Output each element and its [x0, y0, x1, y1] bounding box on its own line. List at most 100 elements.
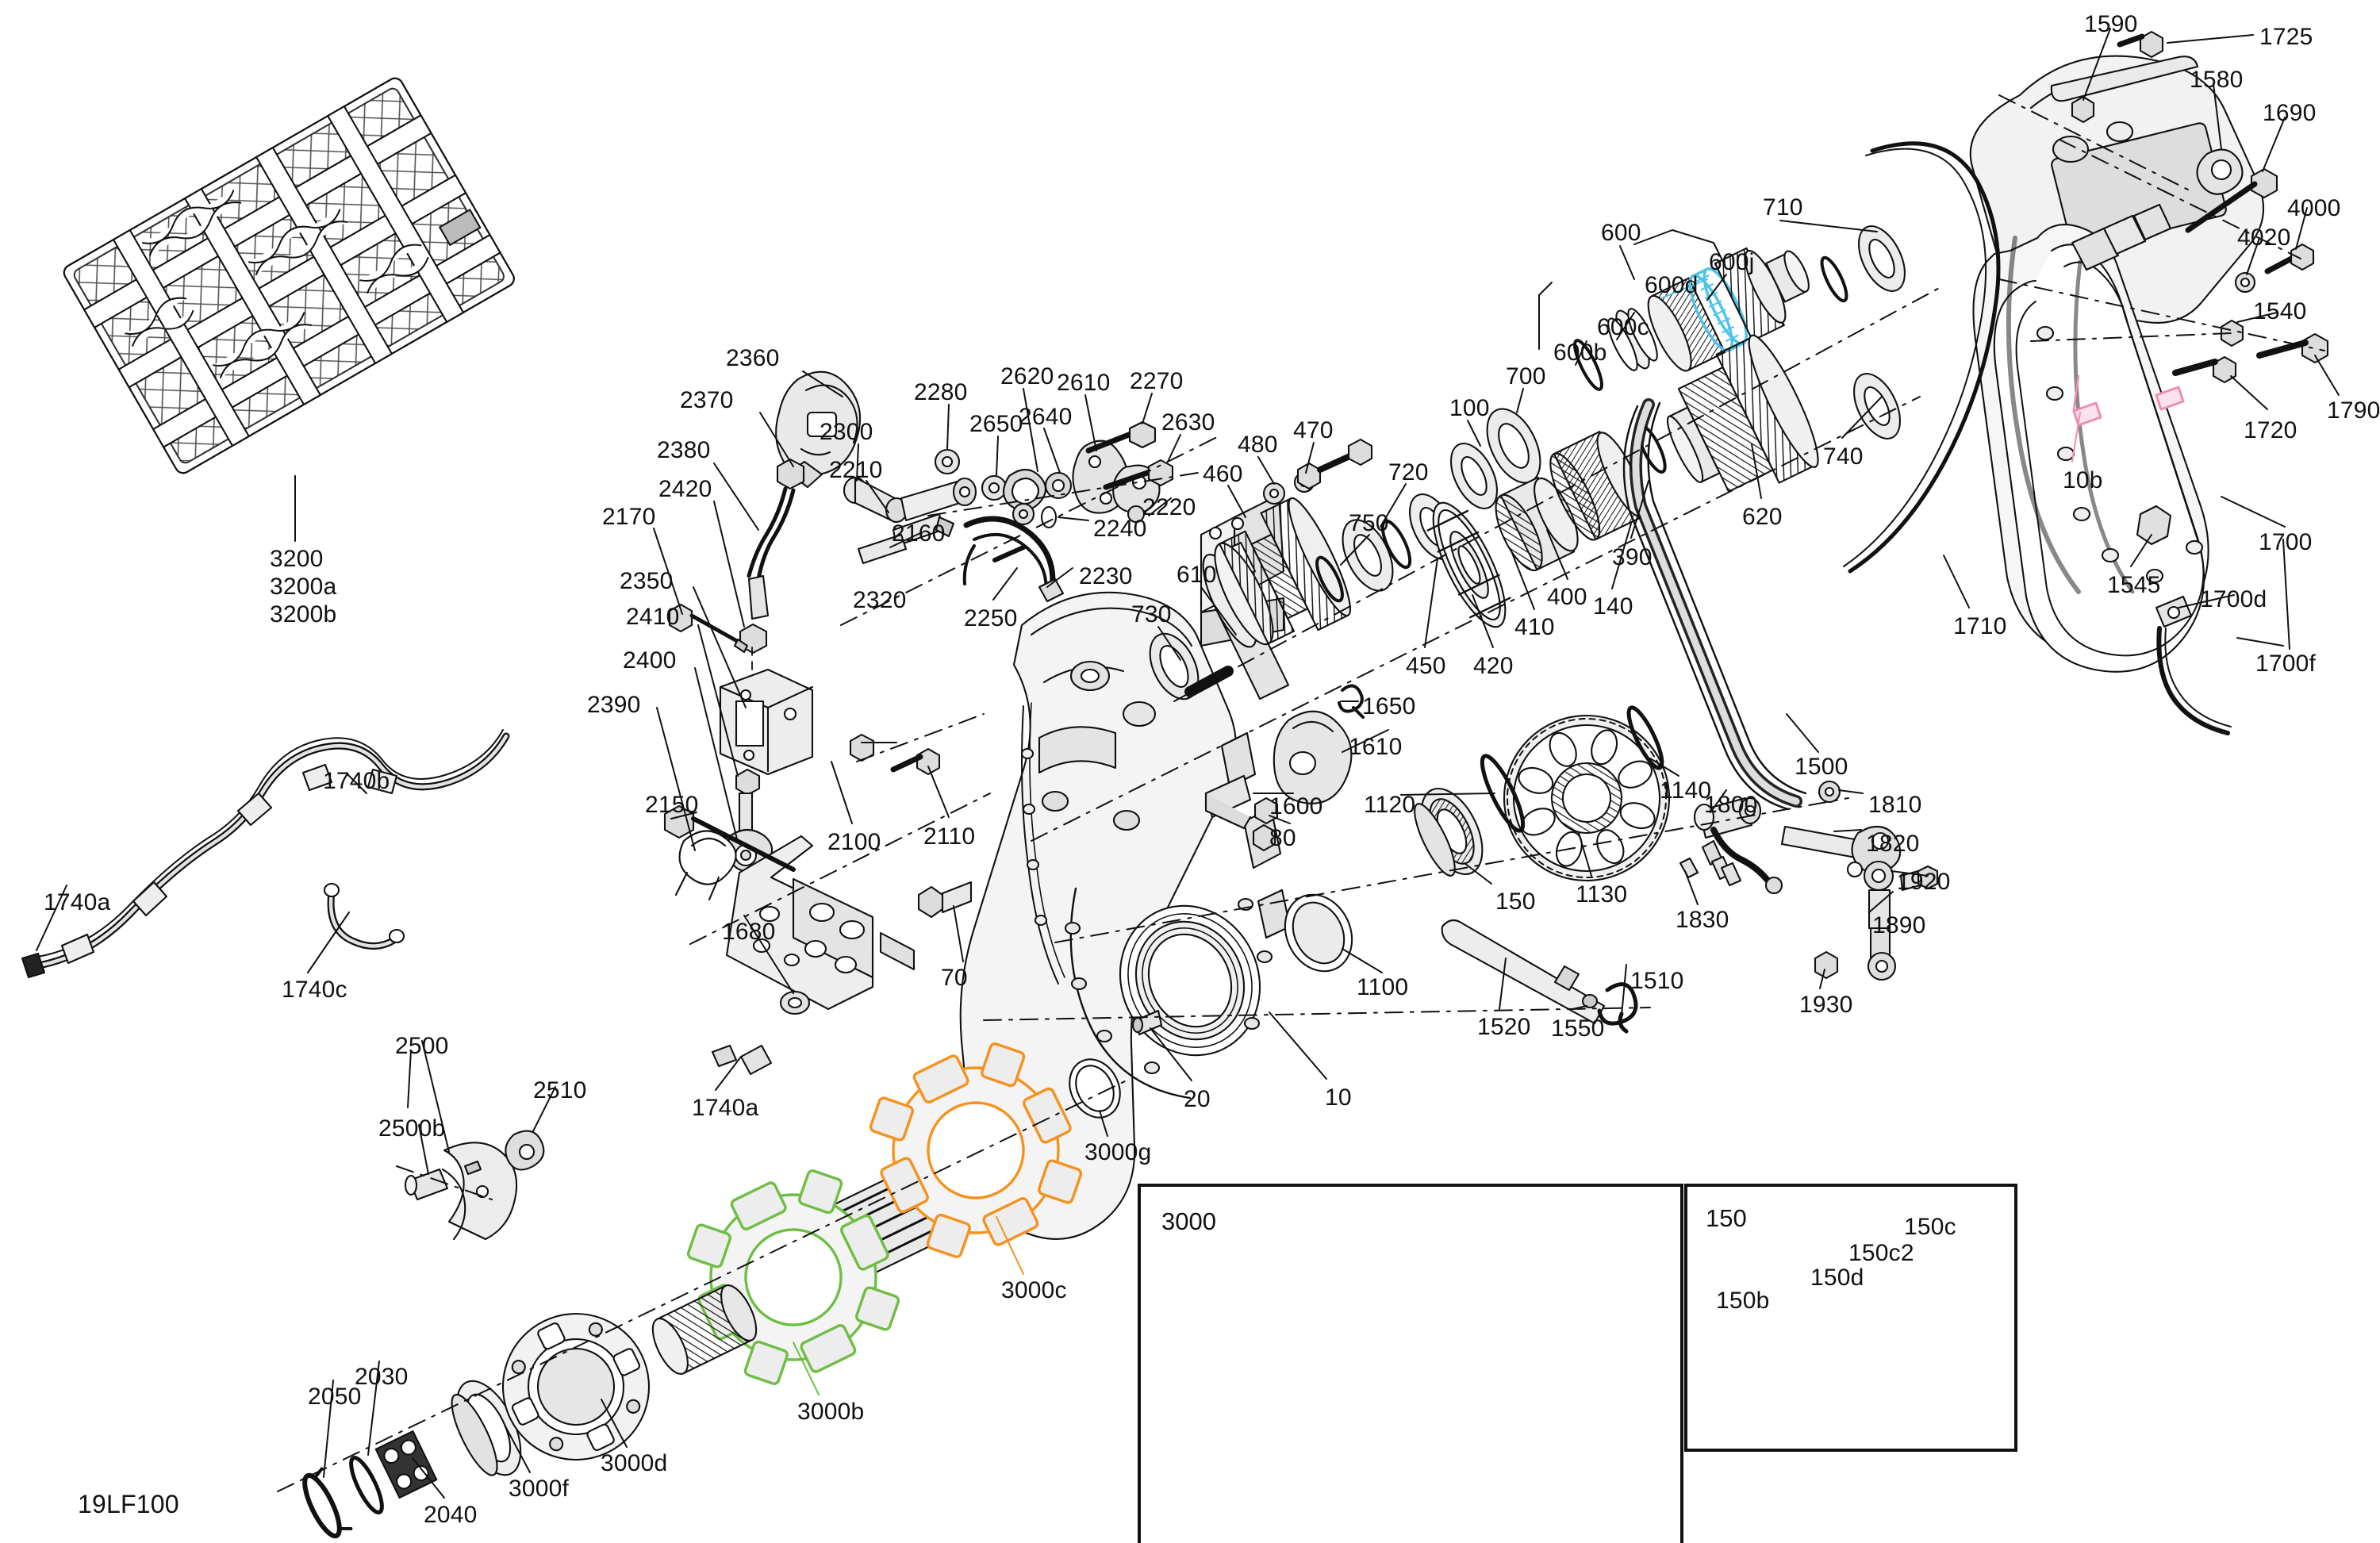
callout-1550[interactable]: 1550 — [1551, 1015, 1605, 1042]
callout-1725[interactable]: 1725 — [2259, 24, 2313, 50]
callout-700[interactable]: 700 — [1506, 363, 1546, 390]
callout-3000d[interactable]: 3000d — [601, 1450, 668, 1476]
callout-740[interactable]: 740 — [1823, 443, 1864, 470]
callout-410[interactable]: 410 — [1514, 614, 1555, 640]
callout-80[interactable]: 80 — [1269, 825, 1296, 851]
callout-4000[interactable]: 4000 — [2287, 195, 2341, 221]
callout-420[interactable]: 420 — [1473, 653, 1514, 679]
callout-10b[interactable]: 10b — [2063, 467, 2103, 493]
callout-2320[interactable]: 2320 — [853, 587, 907, 613]
callout-1140[interactable]: 1140 — [1660, 777, 1712, 804]
callout-390[interactable]: 390 — [1612, 544, 1653, 570]
callout-1600[interactable]: 1600 — [1269, 793, 1323, 819]
callout-460[interactable]: 460 — [1203, 461, 1243, 487]
callout-1700f[interactable]: 1700f — [2255, 651, 2317, 677]
callout-150[interactable]: 150 — [1495, 889, 1536, 915]
callout-4020[interactable]: 4020 — [2237, 225, 2291, 251]
callout-470[interactable]: 470 — [1293, 417, 1334, 443]
inset-callout-150b[interactable]: 150b — [1716, 1288, 1770, 1314]
callout-450[interactable]: 450 — [1406, 653, 1446, 679]
callout-140[interactable]: 140 — [1593, 593, 1633, 620]
callout-3000g[interactable]: 3000g — [1084, 1139, 1152, 1165]
callout-1500[interactable]: 1500 — [1795, 754, 1848, 780]
callout-1740a-2[interactable]: 1740a — [692, 1095, 759, 1121]
callout-1130[interactable]: 1130 — [1576, 881, 1628, 908]
callout-2650[interactable]: 2650 — [969, 411, 1023, 437]
callout-1700[interactable]: 1700 — [2259, 529, 2313, 555]
callout-2620[interactable]: 2620 — [1000, 363, 1054, 390]
callout-1740c[interactable]: 1740c — [282, 977, 347, 1003]
callout-2170[interactable]: 2170 — [602, 504, 656, 530]
callout-2210[interactable]: 2210 — [829, 457, 883, 483]
callout-2250[interactable]: 2250 — [964, 605, 1018, 631]
callout-610[interactable]: 610 — [1177, 562, 1217, 588]
callout-2240[interactable]: 2240 — [1093, 516, 1147, 542]
callout-2410[interactable]: 2410 — [626, 604, 680, 630]
callout-1820[interactable]: 1820 — [1866, 831, 1920, 857]
callout-2030[interactable]: 2030 — [355, 1364, 409, 1390]
callout-1650[interactable]: 1650 — [1362, 693, 1416, 720]
callout-1100[interactable]: 1100 — [1357, 974, 1409, 1000]
callout-1680[interactable]: 1680 — [722, 919, 776, 945]
callout-1690[interactable]: 1690 — [2263, 100, 2317, 126]
callout-2610[interactable]: 2610 — [1057, 370, 1111, 396]
callout-1830[interactable]: 1830 — [1676, 907, 1729, 933]
callout-2270[interactable]: 2270 — [1130, 368, 1184, 394]
callout-1510[interactable]: 1510 — [1630, 968, 1684, 994]
callout-1520[interactable]: 1520 — [1477, 1014, 1531, 1040]
callout-3200a[interactable]: 3200a — [270, 574, 337, 600]
inset-callout-150d[interactable]: 150d — [1810, 1265, 1864, 1291]
callout-3200b[interactable]: 3200b — [270, 601, 337, 628]
callout-2500[interactable]: 2500 — [395, 1033, 449, 1059]
callout-1790[interactable]: 1790 — [2327, 397, 2380, 424]
callout-2350[interactable]: 2350 — [620, 568, 674, 594]
callout-3200[interactable]: 3200 — [270, 546, 324, 572]
callout-600[interactable]: 600 — [1601, 220, 1641, 246]
callout-2380[interactable]: 2380 — [657, 437, 711, 463]
callout-1610[interactable]: 1610 — [1349, 734, 1403, 760]
callout-400[interactable]: 400 — [1547, 584, 1587, 610]
callout-600j[interactable]: 600j — [1709, 249, 1755, 275]
callout-2510[interactable]: 2510 — [533, 1077, 587, 1104]
callout-2160[interactable]: 2160 — [892, 520, 946, 547]
callout-1580[interactable]: 1580 — [2190, 67, 2244, 93]
callout-2050[interactable]: 2050 — [308, 1384, 362, 1410]
inset-callout-150c2[interactable]: 150c2 — [1848, 1240, 1914, 1266]
callout-1545[interactable]: 1545 — [2107, 572, 2161, 598]
callout-750[interactable]: 750 — [1349, 510, 1389, 536]
callout-1710[interactable]: 1710 — [1953, 613, 2007, 639]
callout-1920[interactable]: 1920 — [1897, 869, 1951, 895]
callout-2500b[interactable]: 2500b — [378, 1115, 446, 1142]
callout-730[interactable]: 730 — [1131, 601, 1172, 628]
callout-3000f[interactable]: 3000f — [509, 1476, 570, 1502]
callout-2420[interactable]: 2420 — [658, 476, 712, 502]
callout-2370[interactable]: 2370 — [680, 387, 734, 413]
callout-1720[interactable]: 1720 — [2244, 417, 2297, 443]
callout-1930[interactable]: 1930 — [1799, 992, 1853, 1018]
callout-3000c[interactable]: 3000c — [1001, 1277, 1067, 1303]
callout-2110[interactable]: 2110 — [923, 823, 976, 850]
inset-callout-150c[interactable]: 150c — [1904, 1214, 1956, 1240]
callout-2280[interactable]: 2280 — [914, 379, 968, 405]
callout-1590[interactable]: 1590 — [2084, 11, 2138, 37]
callout-2400[interactable]: 2400 — [623, 647, 677, 674]
callout-1740b[interactable]: 1740b — [323, 768, 390, 794]
callout-1890[interactable]: 1890 — [1872, 912, 1926, 938]
callout-2360[interactable]: 2360 — [726, 345, 780, 371]
callout-1740a-1[interactable]: 1740a — [44, 889, 111, 915]
callout-2630[interactable]: 2630 — [1161, 409, 1215, 436]
callout-620[interactable]: 620 — [1742, 504, 1783, 530]
callout-3000b[interactable]: 3000b — [797, 1399, 865, 1425]
callout-2150[interactable]: 2150 — [645, 792, 699, 818]
callout-1540[interactable]: 1540 — [2253, 298, 2307, 324]
callout-1700d[interactable]: 1700d — [2200, 586, 2267, 612]
callout-20[interactable]: 20 — [1184, 1086, 1211, 1112]
callout-1810[interactable]: 1810 — [1868, 792, 1922, 818]
callout-100[interactable]: 100 — [1449, 395, 1490, 421]
callout-2100[interactable]: 2100 — [827, 829, 881, 855]
callout-2300[interactable]: 2300 — [820, 419, 873, 445]
callout-1800[interactable]: 1800 — [1704, 792, 1758, 818]
callout-2220[interactable]: 2220 — [1142, 494, 1196, 520]
callout-2230[interactable]: 2230 — [1079, 563, 1133, 589]
callout-1120[interactable]: 1120 — [1364, 792, 1416, 818]
